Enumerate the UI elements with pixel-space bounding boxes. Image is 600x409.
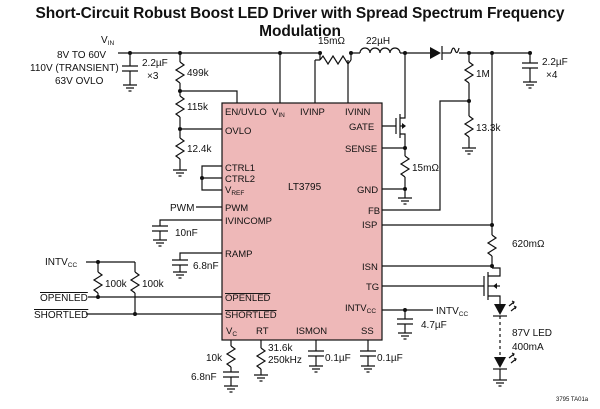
r-pullup1-value: 100k [105,279,128,290]
pin-sense: SENSE [345,144,377,155]
r-bot-value: 12.4k [187,144,212,155]
ivincomp-capacitor [152,225,168,247]
ramp-capacitor [172,259,188,279]
input-capacitor [122,53,138,92]
r-fb-top-value: 1M [476,69,490,80]
r-fb-bot-value: 13.3k [476,123,501,134]
pin-ramp: RAMP [225,249,252,260]
pin-vin: VIN [272,107,285,119]
pin-shortled: SHORTLED [225,310,277,321]
resistor-10k [225,345,237,368]
pin-ivinn: IVINN [345,107,370,118]
pin-gate: GATE [349,122,374,133]
pin-openled: OPENLED [225,293,271,304]
c-in-value: 2.2µF [142,58,168,69]
lt3795-ic-body [221,102,383,341]
inductor-22uh [359,47,401,54]
r-mid-value: 115k [187,102,209,113]
ic-part-number: LT3795 [288,182,322,193]
intvcc-left-label: INTVCC [45,257,77,269]
pin-isn: ISN [362,262,378,273]
r-sense-in-value: 15mΩ [318,36,345,47]
pin-ss: SS [361,326,374,337]
pin-ovlo: OVLO [225,126,251,137]
resistor-115k [174,95,186,118]
pin-isp: ISP [362,220,377,231]
pin-ismon: ISMON [296,326,327,337]
led-sense-resistor [486,234,498,257]
r-sense-fet-value: 15mΩ [412,163,439,174]
switch-mosfet [382,104,406,148]
pin-ctrl1: CTRL1 [225,163,255,174]
vin-range: 8V TO 60V [57,50,106,61]
figure-id: 3795 TA01a [556,397,589,403]
resistor-100k-b [129,271,141,294]
pin-tg: TG [366,282,379,293]
boost-diode [430,46,443,60]
c-out-value: 2.2µF [542,57,568,68]
vin-transient: 110V (TRANSIENT) [30,63,119,74]
c-in-mult: ×3 [147,71,159,82]
r-vc-value: 10k [206,353,223,364]
c-vc-value: 6.8nF [191,372,217,383]
led-voltage-label: 87V LED [512,328,552,339]
resistor-100k-a [92,271,104,294]
c-ismon-value: 0.1µF [325,353,351,364]
vc-capacitor [223,367,239,393]
pin-vref: VREF [225,185,244,197]
r-pullup2-value: 100k [142,279,165,290]
pin-intvcc: INTVCC [345,303,376,315]
c-ivincomp-value: 10nF [175,228,198,239]
pin-ivinp: IVINP [300,107,325,118]
led-current-label: 400mA [512,342,544,353]
c-out-mult: ×4 [546,70,558,81]
resistor-31-6k [255,347,267,370]
c-ss-value: 0.1µF [377,353,403,364]
resistor-13-3k [463,115,475,138]
c-ramp-value: 6.8nF [193,261,219,272]
resistor-12-4k [174,137,186,160]
pmos-disconnect [382,267,501,304]
pin-rt: RT [256,326,269,337]
ismon-capacitor [308,340,324,373]
resistor-1m [463,61,475,84]
r-rt-value: 31.6k [268,343,293,354]
openled-net-label: OPENLED [40,293,88,304]
ss-capacitor [360,340,376,373]
resistor-499k [174,61,186,84]
pin-ivincomp: IVINCOMP [225,216,272,227]
input-sense-resistor [319,54,352,66]
output-capacitor [522,53,538,89]
r-top-value: 499k [187,68,210,79]
schematic-title: Short-Circuit Robust Boost LED Driver wi… [35,5,565,40]
rt-frequency: 250kHz [268,355,302,366]
intvcc-right-label: INTVCC [436,306,468,318]
pin-gnd: GND [357,185,378,196]
pin-pwm: PWM [225,203,248,214]
vin-ovlo: 63V OVLO [55,76,104,87]
pin-ctrl2: CTRL2 [225,174,255,185]
c-intvcc-value: 4.7µF [421,320,447,331]
pin-fb: FB [368,206,380,217]
switch-sense-resistor [399,155,411,178]
pwm-input-label: PWM [170,203,194,214]
led-string [493,300,517,387]
inductor-value: 22µH [366,36,390,47]
pin-vc: VC [226,326,237,338]
r-led-sense-value: 620mΩ [512,239,545,250]
shortled-net-label: SHORTLED [34,310,88,321]
vin-label: VIN [101,35,114,47]
intvcc-capacitor [397,310,413,340]
pin-en-uvlo: EN/UVLO [225,107,267,118]
